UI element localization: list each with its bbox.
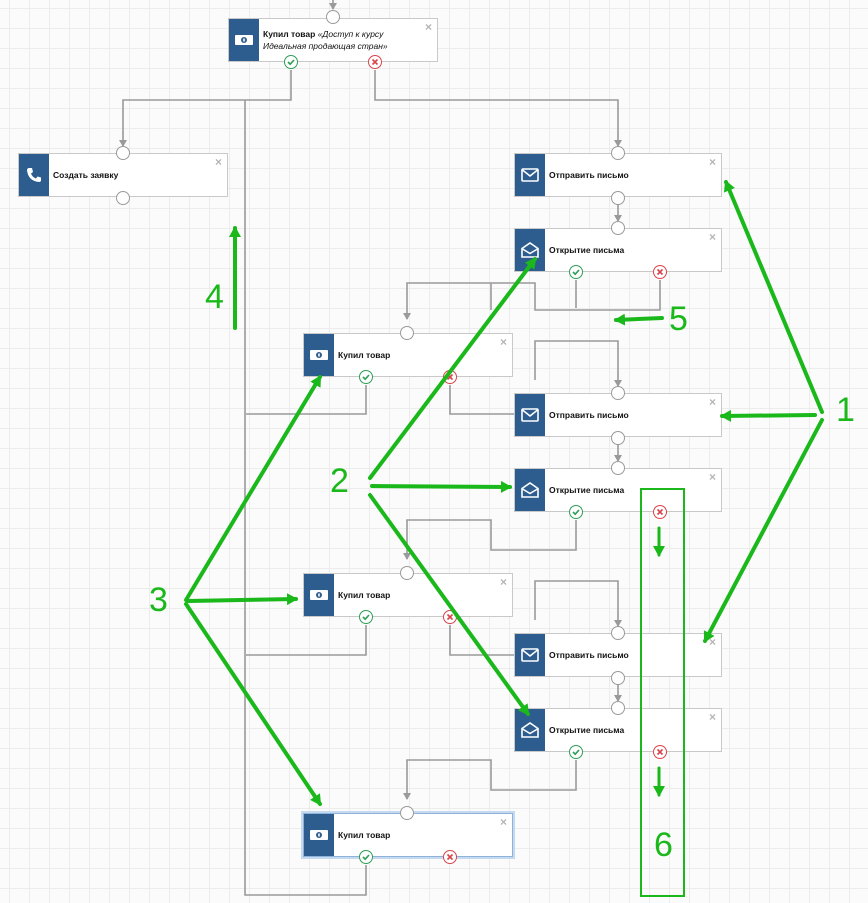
fail-port[interactable] — [443, 850, 457, 864]
node-title: Открытие письма — [549, 485, 625, 495]
money-icon — [304, 574, 334, 616]
input-port[interactable] — [400, 806, 414, 820]
output-port[interactable] — [611, 671, 625, 685]
money-icon — [229, 19, 259, 61]
buy-product-node-3[interactable]: Купил товар × — [303, 813, 513, 857]
close-icon[interactable]: × — [708, 635, 716, 649]
node-title: Отправить письмо — [549, 410, 629, 420]
money-icon — [304, 814, 334, 856]
node-title: Отправить письмо — [549, 170, 629, 180]
close-icon[interactable]: × — [708, 155, 716, 169]
open-envelope-icon — [515, 709, 545, 751]
annotation-number-1: 1 — [836, 391, 855, 429]
annotation-number-3: 3 — [149, 581, 168, 619]
success-port[interactable] — [284, 55, 298, 69]
envelope-icon — [515, 394, 545, 436]
open-envelope-icon — [515, 469, 545, 511]
create-request-node[interactable]: Создать заявку × — [18, 153, 228, 197]
input-port[interactable] — [400, 326, 414, 340]
input-port[interactable] — [611, 626, 625, 640]
success-port[interactable] — [359, 370, 373, 384]
close-icon[interactable]: × — [499, 575, 507, 589]
annotation-number-2: 2 — [330, 462, 349, 500]
close-icon[interactable]: × — [708, 230, 716, 244]
send-email-node-3[interactable]: Отправить письмо × — [514, 633, 722, 677]
node-title: Купил товар — [338, 590, 391, 600]
node-title: Купил товар — [338, 830, 391, 840]
envelope-icon — [515, 634, 545, 676]
success-port[interactable] — [569, 505, 583, 519]
close-icon[interactable]: × — [708, 395, 716, 409]
node-title: Открытие письма — [549, 245, 625, 255]
fail-port[interactable] — [653, 265, 667, 279]
envelope-icon — [515, 154, 545, 196]
success-port[interactable] — [569, 265, 583, 279]
output-port[interactable] — [116, 191, 130, 205]
node-subtitle: «Доступ к курсу Идеальная продающая стра… — [263, 29, 388, 51]
phone-icon — [19, 154, 49, 196]
close-icon[interactable]: × — [214, 155, 222, 169]
success-port[interactable] — [359, 610, 373, 624]
node-title: Отправить письмо — [549, 650, 629, 660]
output-port[interactable] — [611, 191, 625, 205]
close-icon[interactable]: × — [424, 20, 432, 34]
success-port[interactable] — [569, 745, 583, 759]
node-title: Открытие письма — [549, 725, 625, 735]
fail-port[interactable] — [653, 505, 667, 519]
close-icon[interactable]: × — [708, 470, 716, 484]
money-icon — [304, 334, 334, 376]
close-icon[interactable]: × — [499, 815, 507, 829]
annotation-number-6: 6 — [654, 826, 673, 864]
input-port[interactable] — [611, 461, 625, 475]
node-title: Создать заявку — [53, 170, 119, 180]
success-port[interactable] — [359, 850, 373, 864]
fail-port[interactable] — [368, 55, 382, 69]
input-port[interactable] — [611, 221, 625, 235]
open-email-node-3[interactable]: Открытие письма × — [514, 708, 722, 752]
close-icon[interactable]: × — [708, 710, 716, 724]
node-title: Купил товар — [338, 350, 391, 360]
output-port[interactable] — [611, 431, 625, 445]
node-title: Купил товар — [263, 29, 316, 39]
input-port[interactable] — [326, 10, 340, 24]
input-port[interactable] — [116, 146, 130, 160]
input-port[interactable] — [611, 701, 625, 715]
annotation-number-5: 5 — [669, 300, 688, 338]
buy-product-node-top[interactable]: Купил товар «Доступ к курсу Идеальная пр… — [228, 18, 438, 62]
fail-port[interactable] — [443, 610, 457, 624]
close-icon[interactable]: × — [499, 335, 507, 349]
fail-port[interactable] — [443, 370, 457, 384]
input-port[interactable] — [611, 146, 625, 160]
input-port[interactable] — [400, 566, 414, 580]
fail-port[interactable] — [653, 745, 667, 759]
input-port[interactable] — [611, 386, 625, 400]
open-envelope-icon — [515, 229, 545, 271]
annotation-number-4: 4 — [205, 278, 224, 316]
